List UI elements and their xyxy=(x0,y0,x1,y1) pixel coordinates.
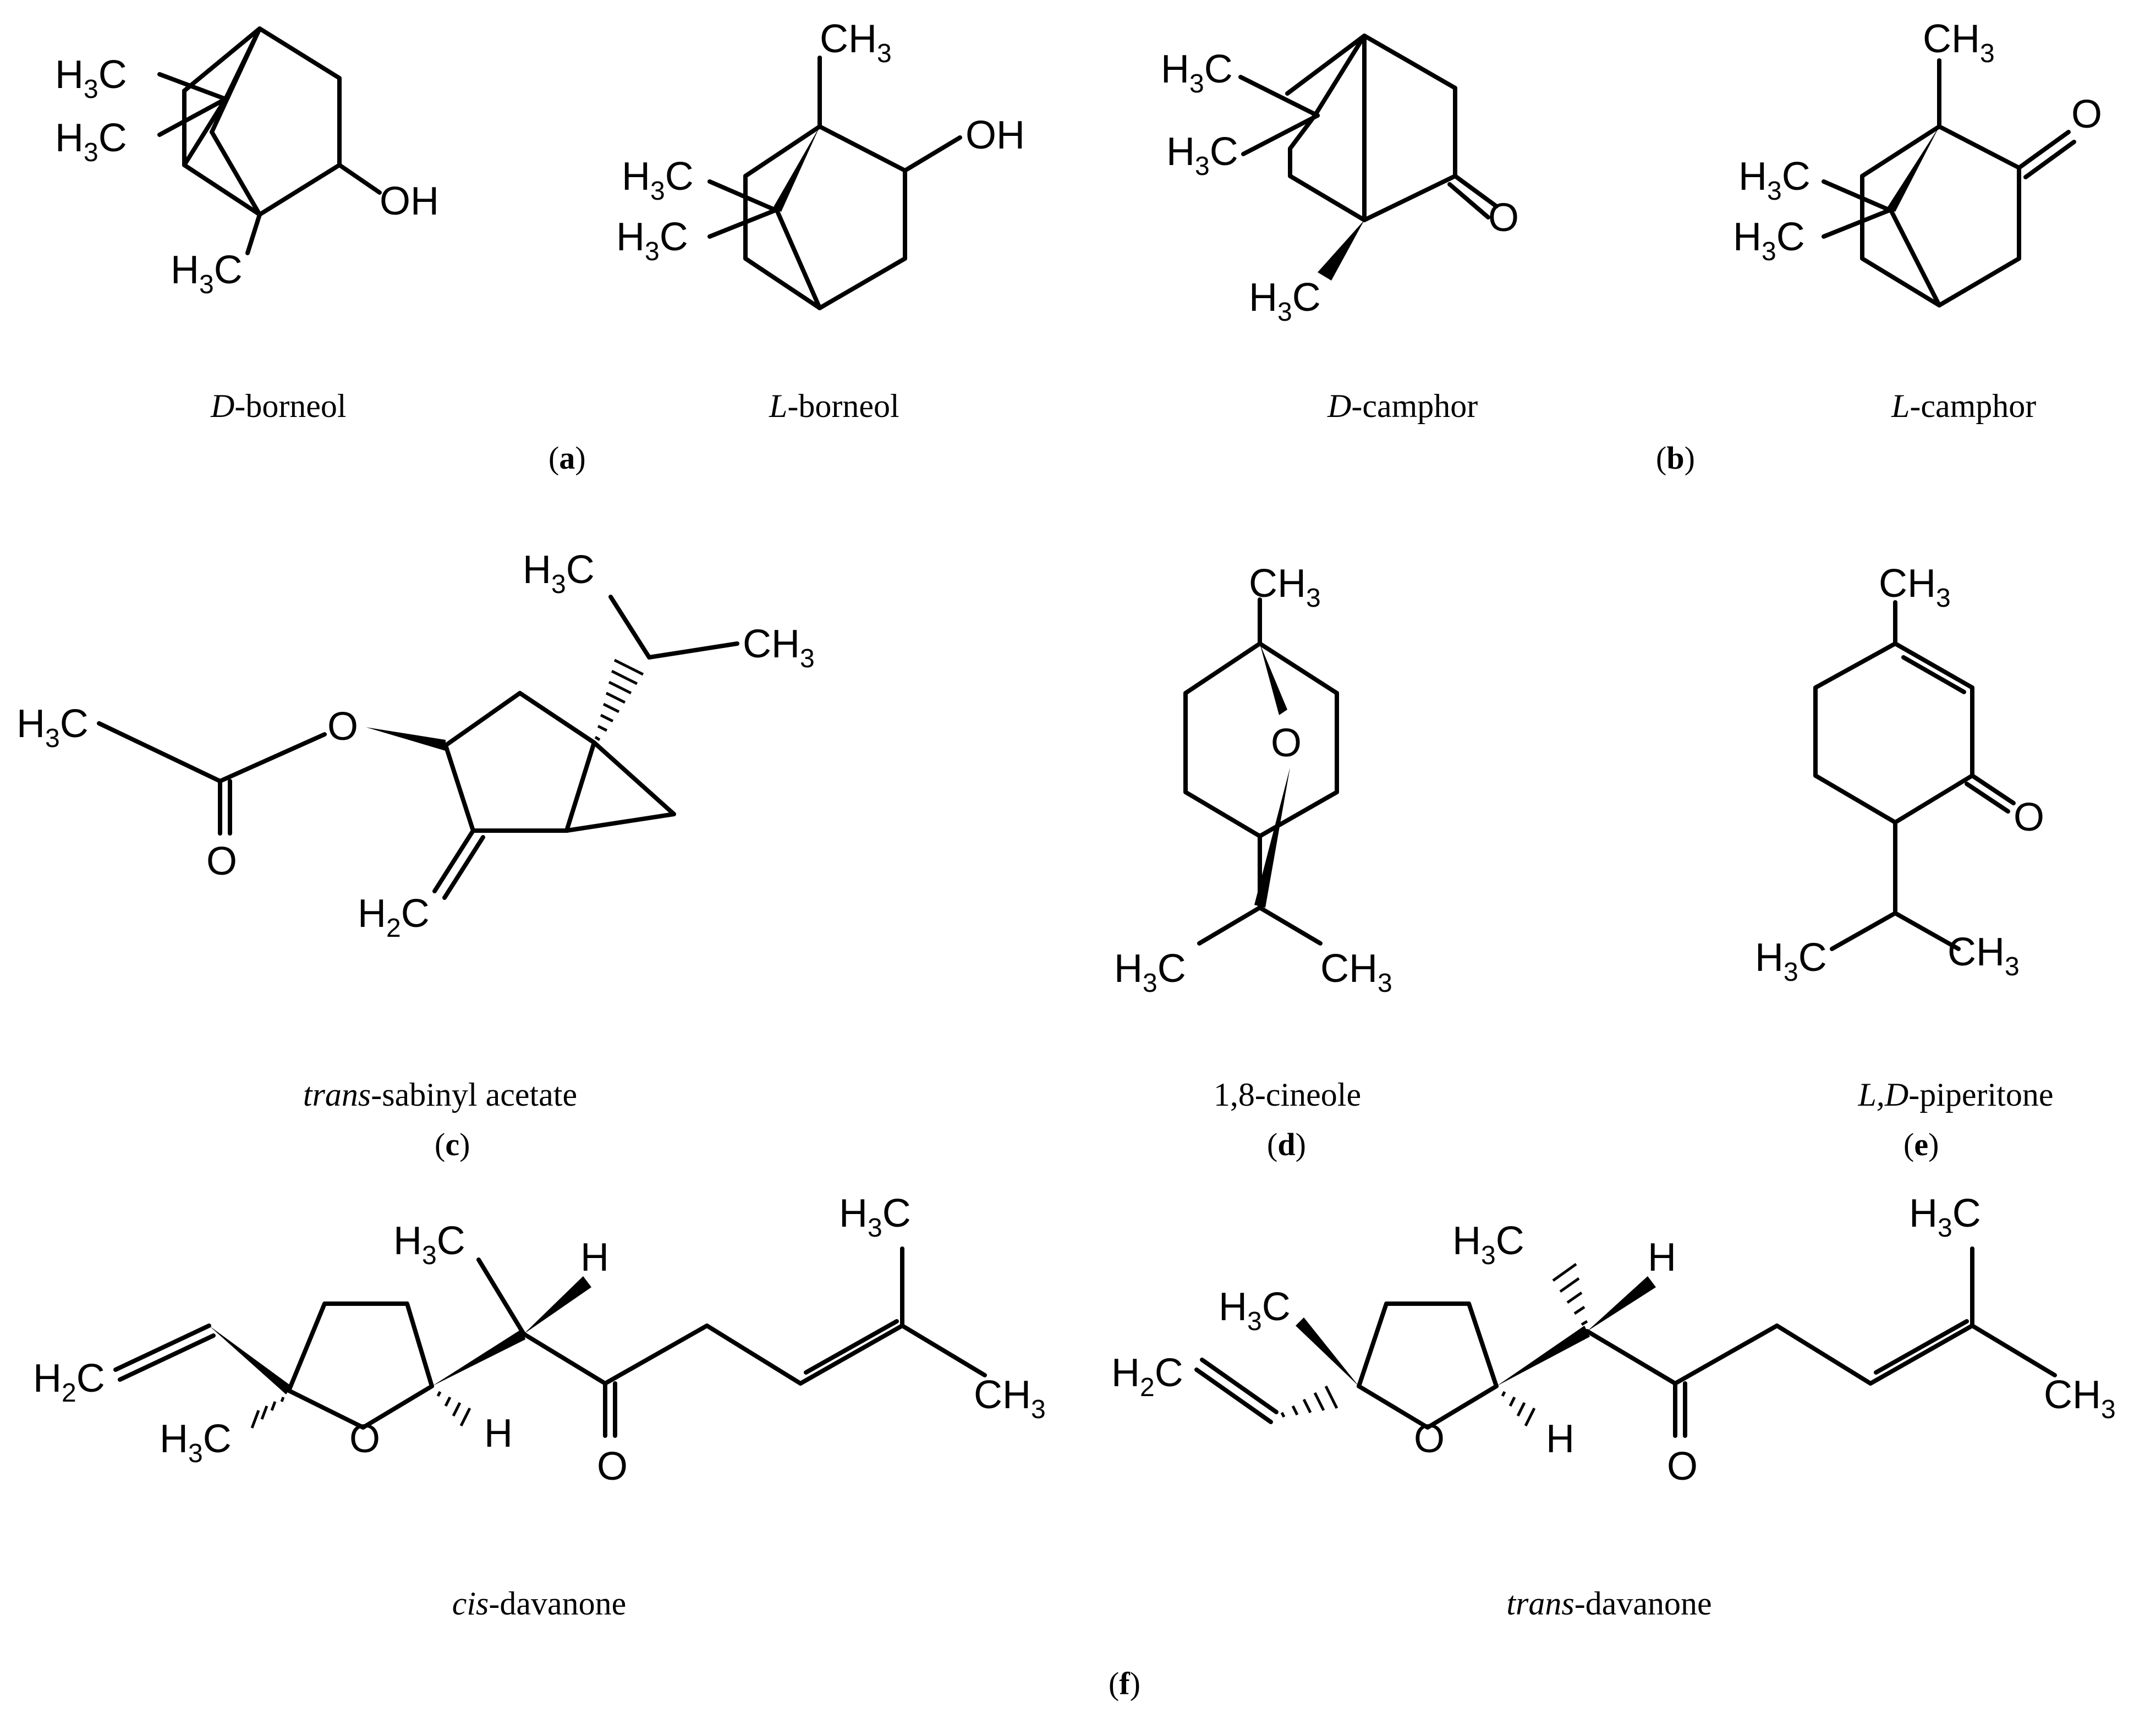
methyl-label: H3C xyxy=(55,116,127,167)
hydroxyl-label: OH xyxy=(380,179,439,223)
wedge-bond xyxy=(524,1276,591,1334)
methylene-label: H2C xyxy=(358,892,430,943)
hashed-bond xyxy=(1280,1385,1338,1418)
panel-label-b: (b) xyxy=(1656,440,1695,476)
l-camphor-caption: L-camphor xyxy=(1891,388,2036,424)
methyl-label: CH3 xyxy=(1249,562,1321,613)
hashed-bond xyxy=(594,658,644,742)
panel-label-a: (a) xyxy=(548,440,586,476)
methyl-label: H3C xyxy=(1114,947,1186,998)
ketone-oxygen-label: O xyxy=(597,1445,628,1489)
methyl-label: H3C xyxy=(523,548,595,599)
ether-oxygen-label: O xyxy=(1271,721,1302,765)
d-borneol-structure: H3C H3C OH H3C xyxy=(55,26,439,299)
methyl-label: H3C xyxy=(1733,215,1805,266)
methyl-label: CH3 xyxy=(1947,930,2020,981)
cis-davanone-caption: cis-davanone xyxy=(452,1585,627,1622)
d-camphor-structure: H3C H3C O H3C xyxy=(1161,34,1519,327)
cis-davanone-structure: H2C H3C O H3C H H O H3C CH3 xyxy=(33,1191,1046,1489)
hashed-bond xyxy=(250,1397,285,1429)
methyl-label: H3C xyxy=(1755,936,1827,987)
methyl-label: H3C xyxy=(839,1191,911,1243)
methyl-label: CH3 xyxy=(743,622,815,673)
methyl-label: H3C xyxy=(171,248,243,299)
methyl-label: H3C xyxy=(616,215,688,266)
methyl-label: CH3 xyxy=(2044,1373,2116,1424)
piperitone-caption: L,D-piperitone xyxy=(1858,1077,2054,1113)
hydrogen-label: H xyxy=(484,1412,513,1456)
trans-sabinyl-acetate-structure: H3C O O H2C H3C CH3 xyxy=(17,548,815,943)
methyl-label: H3C xyxy=(1249,276,1321,327)
d-camphor-caption: D-camphor xyxy=(1327,388,1478,424)
methyl-label: H3C xyxy=(1219,1285,1291,1336)
hashed-bond xyxy=(1501,1391,1536,1427)
wedge-bond xyxy=(209,1326,292,1394)
wedge-bond xyxy=(1296,1317,1359,1386)
methyl-label: H3C xyxy=(160,1417,232,1468)
hydrogen-label: H xyxy=(1648,1235,1676,1279)
trans-davanone-structure: H2C H3C O H3C H H O H3C CH3 xyxy=(1111,1191,2116,1489)
wedge-bond xyxy=(1318,220,1364,281)
panel-label-e: (e) xyxy=(1903,1127,1939,1162)
methyl-label: H3C xyxy=(1161,47,1233,98)
trans-sabinyl-acetate-caption: trans-sabinyl acetate xyxy=(303,1077,577,1113)
wedge-bond xyxy=(366,727,446,751)
wedge-bond xyxy=(773,127,820,212)
1-8-cineole-caption: 1,8-cineole xyxy=(1214,1077,1361,1113)
methyl-label: H3C xyxy=(1452,1219,1524,1270)
panel-label-d: (d) xyxy=(1267,1127,1306,1162)
methyl-label: CH3 xyxy=(974,1373,1046,1424)
methylene-label: H2C xyxy=(1111,1351,1183,1402)
ring-oxygen-label: O xyxy=(1414,1417,1445,1461)
methyl-label: H3C xyxy=(393,1219,465,1270)
piperitone-structure: CH3 O H3C CH3 xyxy=(1755,562,2044,987)
methyl-label: CH3 xyxy=(820,17,892,68)
methyl-label: H3C xyxy=(1738,155,1811,206)
1-8-cineole-structure: CH3 O H3C CH3 xyxy=(1114,562,1392,998)
hydroxyl-label: OH xyxy=(965,113,1025,157)
methyl-label: H3C xyxy=(622,155,694,206)
methyl-label: H3C xyxy=(1166,130,1238,181)
l-camphor-structure: CH3 O H3C H3C xyxy=(1733,17,2102,307)
wedge-bond xyxy=(1254,767,1290,908)
ketone-oxygen-label: O xyxy=(1667,1445,1698,1489)
wedge-bond xyxy=(432,1328,525,1386)
methyl-label: CH3 xyxy=(1923,17,1995,68)
wedge-bond xyxy=(1496,1326,1590,1386)
wedge-bond xyxy=(1887,127,1939,212)
ester-oxygen-label: O xyxy=(327,705,358,749)
methylene-label: H2C xyxy=(33,1356,105,1408)
ketone-oxygen-label: O xyxy=(1488,196,1519,240)
trans-davanone-caption: trans-davanone xyxy=(1506,1585,1711,1622)
methyl-label: CH3 xyxy=(1879,562,1951,613)
l-borneol-caption: L-borneol xyxy=(769,388,899,424)
hashed-bond xyxy=(1552,1262,1588,1326)
ketone-oxygen-label: O xyxy=(2071,92,2102,136)
wedge-bond xyxy=(1587,1276,1656,1331)
methyl-label: H3C xyxy=(55,53,127,104)
wedge-bond xyxy=(1260,644,1287,715)
hashed-bond xyxy=(436,1391,471,1427)
ring-oxygen-label: O xyxy=(349,1417,380,1461)
carbonyl-oxygen-label: O xyxy=(206,839,237,883)
d-borneol-caption: D-borneol xyxy=(210,388,347,424)
hydrogen-label: H xyxy=(1546,1417,1575,1461)
methyl-label: H3C xyxy=(1909,1191,1981,1243)
methyl-label: H3C xyxy=(17,702,89,753)
hydrogen-label: H xyxy=(580,1235,609,1279)
panel-label-c: (c) xyxy=(435,1127,470,1162)
l-borneol-structure: CH3 OH H3C H3C xyxy=(616,17,1025,310)
panel-label-f: (f) xyxy=(1109,1666,1140,1701)
ketone-oxygen-label: O xyxy=(2014,795,2044,839)
methyl-label: CH3 xyxy=(1320,947,1392,998)
